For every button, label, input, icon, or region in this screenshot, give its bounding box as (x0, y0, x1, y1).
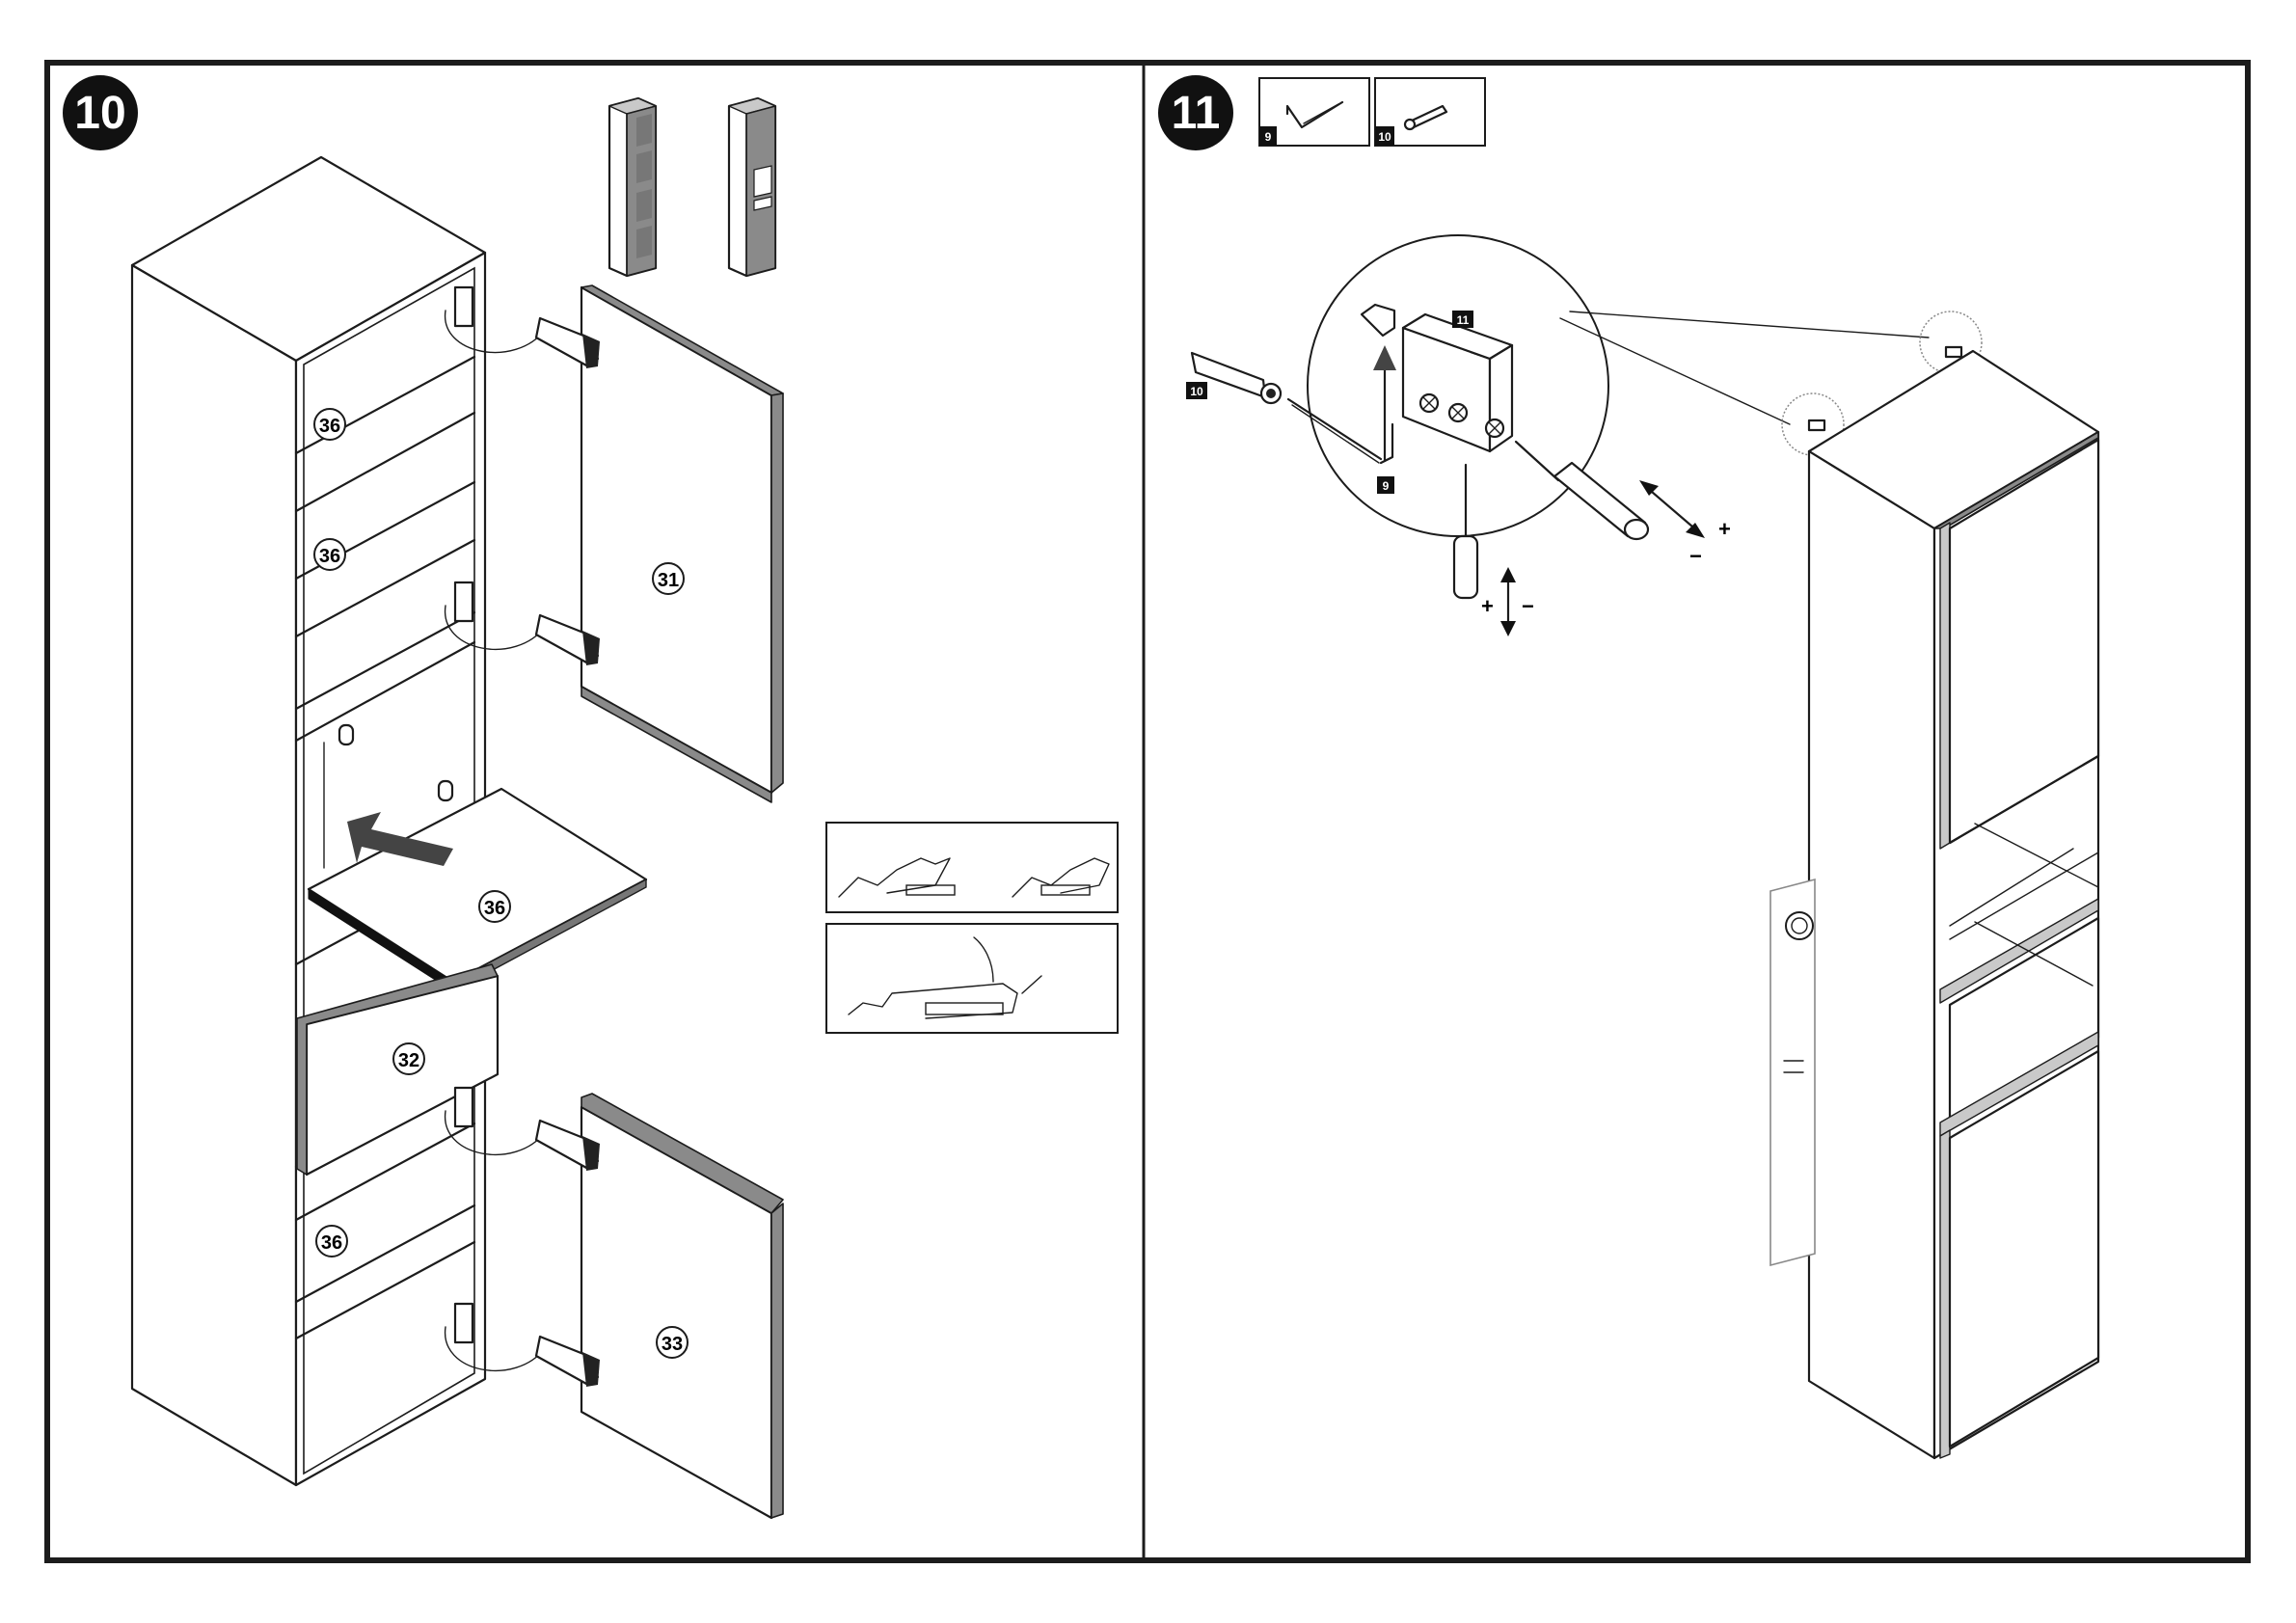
step-11-number: 11 (1172, 88, 1221, 139)
door-bottom: 33 (581, 1094, 783, 1518)
thumbnail-cabinet-right (729, 98, 775, 276)
height-minus-sign: − (1522, 594, 1534, 618)
shelf-label-1: 36 (314, 409, 345, 440)
step-10-number: 10 (74, 88, 125, 139)
depth-plus-sign: + (1718, 517, 1731, 541)
step-10-panel: 10 (63, 75, 1118, 1518)
wall-rail (1770, 879, 1815, 1265)
svg-text:36: 36 (321, 1232, 342, 1254)
door-top: 31 (581, 285, 783, 802)
height-plus-sign: + (1481, 594, 1494, 618)
shelf-label-4: 36 (316, 1226, 347, 1257)
part-box-hook-screw: 9 (1259, 78, 1369, 146)
part-10-number: 10 (1378, 130, 1391, 144)
part-9-number: 9 (1265, 130, 1272, 144)
svg-text:36: 36 (319, 546, 340, 567)
assembled-cabinet (1809, 347, 2098, 1458)
door-top-label: 31 (658, 570, 679, 591)
drawer-label: 32 (398, 1050, 419, 1071)
depth-adjust-arrows: + − (1639, 480, 1731, 568)
door-bottom-label: 33 (662, 1334, 683, 1355)
depth-minus-sign: − (1689, 544, 1702, 568)
cabinet-carcass (132, 157, 485, 1485)
part-box-wall-plug: 10 (1375, 78, 1485, 146)
hook-part-number: 9 (1383, 479, 1390, 493)
plug-part-number: 10 (1190, 385, 1203, 398)
shelf-label-2: 36 (314, 539, 345, 570)
step-11-panel: 11 9 10 (1158, 75, 2098, 1458)
svg-text:36: 36 (319, 416, 340, 437)
height-adjust-arrows: + − (1481, 567, 1534, 636)
hinge-detail-box-2 (826, 924, 1118, 1033)
thumbnail-cabinet-left (609, 98, 656, 276)
bracket-part-number: 11 (1457, 313, 1470, 327)
shelf-label-3: 36 (484, 898, 505, 919)
hinge-detail-box-1 (826, 823, 1118, 912)
